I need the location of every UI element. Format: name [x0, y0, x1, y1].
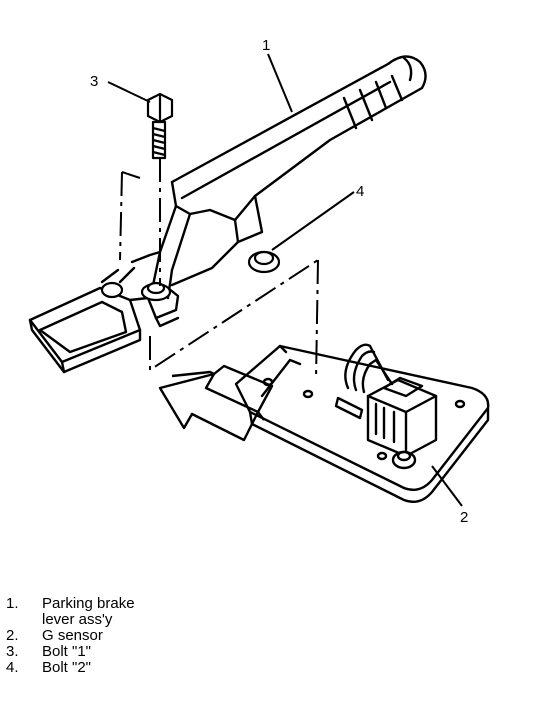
legend-number: 1.: [6, 595, 19, 612]
callout-1: 1: [262, 37, 270, 54]
parts-diagram: 1 3 4 2: [28, 37, 490, 526]
bolt-left-side: [100, 281, 124, 299]
parking-brake-lever: [28, 55, 427, 374]
callout-3: 3: [90, 73, 98, 90]
legend-label: Bolt "1": [42, 643, 92, 660]
direction-arrow: [158, 364, 274, 442]
bolt-1: [146, 92, 174, 160]
callout-leaders: [107, 53, 463, 507]
legend-item: 4. Bolt "2": [0, 660, 260, 676]
legend-item: 3. Bolt "1": [0, 644, 260, 660]
legend-item: 1. Parking brake lever ass'y: [0, 596, 260, 628]
legend-label: Parking brake lever ass'y: [42, 595, 135, 628]
legend-label: Bolt "2": [42, 659, 92, 676]
bolt-2: [247, 250, 281, 274]
parts-legend: 1. Parking brake lever ass'y 2. G sensor…: [0, 596, 260, 676]
legend-number: 4.: [6, 659, 19, 676]
legend-item: 2. G sensor: [0, 628, 260, 644]
bolt-1-installed: [140, 281, 172, 302]
legend-label: G sensor: [42, 627, 103, 644]
callout-2: 2: [460, 509, 468, 526]
legend-number: 3.: [6, 643, 19, 660]
callout-4: 4: [356, 183, 364, 200]
alignment-lines: [119, 158, 319, 381]
legend-number: 2.: [6, 627, 19, 644]
g-sensor: [234, 343, 490, 503]
